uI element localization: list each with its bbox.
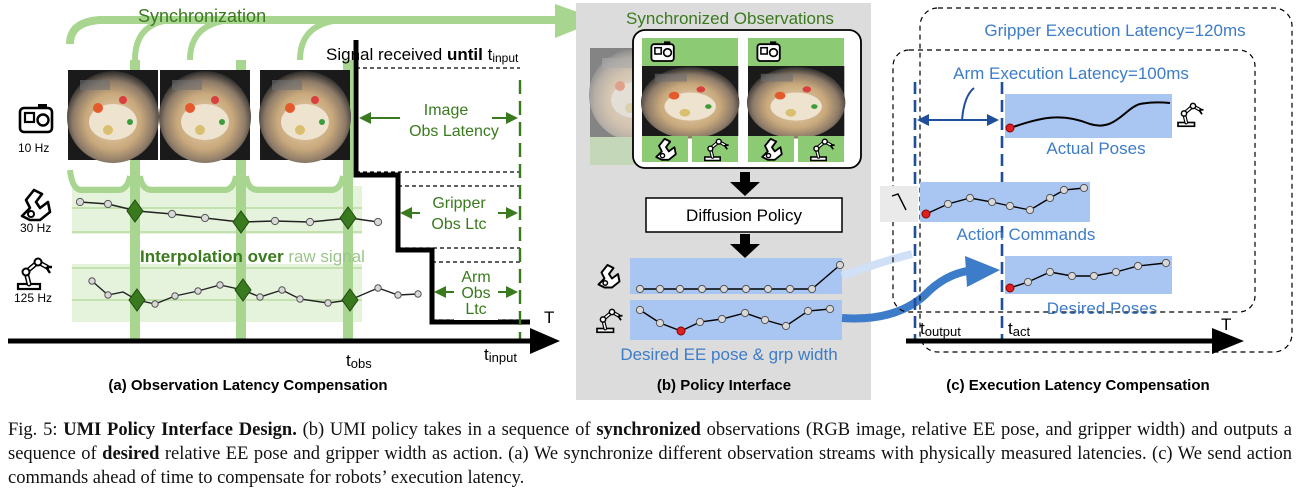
- panel-b: Synchronized Observations Diffusion Poli…: [576, 3, 871, 400]
- camera-icon: [18, 102, 54, 134]
- arm-interp-point: [341, 288, 359, 312]
- panel-a-title: (a) Observation Latency Compensation: [108, 377, 387, 394]
- panel-b-title: (b) Policy Interface: [657, 377, 791, 394]
- gripper-interp-point: [339, 206, 357, 230]
- sync-frame-1: [640, 66, 740, 139]
- desired-poses-arrowhead: [965, 256, 1000, 287]
- axis-t-label-a: T: [544, 308, 554, 327]
- camera-frame-2: [159, 70, 251, 163]
- arm-hz: 125 Hz: [14, 291, 52, 305]
- camera-frame-1: [67, 70, 159, 163]
- arm-action-box: [630, 300, 842, 340]
- t-obs-label: tobs: [346, 351, 372, 371]
- caption-fig: Fig. 5:: [8, 420, 64, 440]
- gripper-raw-signal: [79, 201, 379, 223]
- caption-b2: desired: [102, 444, 160, 464]
- arm-interp-point: [128, 288, 146, 312]
- figure-diagram: Synchronization 10 Hz 30 Hz 125 Hz: [8, 3, 1293, 400]
- synchronization-label: Synchronization: [138, 6, 266, 26]
- arm-obs-latency-label-3: Ltc: [465, 301, 486, 318]
- desired-poses-box: [1005, 256, 1172, 294]
- caption-s3: relative EE pose and gripper width as ac…: [8, 444, 1292, 488]
- panel-c-title: (c) Execution Latency Compensation: [946, 377, 1209, 394]
- panel-a: Synchronization 10 Hz 30 Hz 125 Hz: [8, 4, 600, 394]
- image-obs-latency-label-2: Obs Latency: [409, 123, 499, 140]
- actual-poses-label: Actual Poses: [1046, 139, 1145, 158]
- arm-icon: [18, 259, 52, 290]
- t-act-label: tact: [1008, 319, 1030, 339]
- desired-poses-label: Desired Poses: [1047, 299, 1158, 318]
- diffusion-policy-label: Diffusion Policy: [686, 206, 802, 225]
- action-commands-label: Action Commands: [957, 225, 1096, 244]
- image-obs-latency-label: Image: [424, 102, 469, 119]
- gripper-latency-frame: [919, 7, 1293, 353]
- desired-ee-label: Desired EE pose & grp width: [620, 345, 837, 364]
- arm-latency-label: Arm Execution Latency=100ms: [953, 64, 1189, 83]
- gripper-obs-latency-label-2: Obs Ltc: [431, 216, 486, 233]
- gripper-action-box: [630, 258, 842, 294]
- figure-caption: Fig. 5: UMI Policy Interface Design. (b)…: [8, 418, 1292, 490]
- sync-frame-2: [746, 66, 846, 139]
- gripper-band: [72, 186, 362, 234]
- signal-boundary-staircase: [353, 40, 530, 325]
- gripper-interp-point: [232, 210, 250, 234]
- caption-s2: observations (RGB image, relative EE pos…: [8, 420, 1292, 464]
- arm-obs-latency-label-2: Obs: [461, 285, 490, 302]
- diffusion-policy-box: [645, 197, 843, 233]
- arm-obs-latency-label: Arm: [461, 269, 490, 286]
- axis-t-label-c: T: [1221, 315, 1231, 334]
- actual-poses-box: [1005, 94, 1172, 138]
- gripper-icon: [20, 188, 52, 222]
- interpolation-label: Interpolation over raw signal: [140, 247, 365, 266]
- camera-hz: 10 Hz: [18, 141, 49, 155]
- camera-frame-3: [259, 70, 351, 163]
- sync-observations-label: Synchronized Observations: [626, 9, 834, 28]
- panel-c: Gripper Execution Latency=120ms Arm Exec…: [880, 7, 1293, 394]
- caption-title: UMI Policy Interface Design.: [63, 420, 297, 440]
- arm-latency-frame: [892, 49, 1256, 313]
- arm-interp-point: [234, 278, 252, 302]
- signal-received-label: Signal received until tinput: [326, 45, 519, 65]
- t-input-label: tinput: [484, 345, 517, 365]
- gripper-obs-latency-label: Gripper: [432, 195, 486, 212]
- caption-s1: (b) UMI policy takes in a sequence of: [296, 420, 597, 440]
- gripper-latency-label: Gripper Execution Latency=120ms: [984, 21, 1245, 40]
- caption-b1: synchronized: [596, 420, 701, 440]
- gripper-hz: 30 Hz: [20, 221, 51, 235]
- gripper-interp-point: [126, 199, 144, 223]
- t-output-label: toutput: [920, 319, 961, 339]
